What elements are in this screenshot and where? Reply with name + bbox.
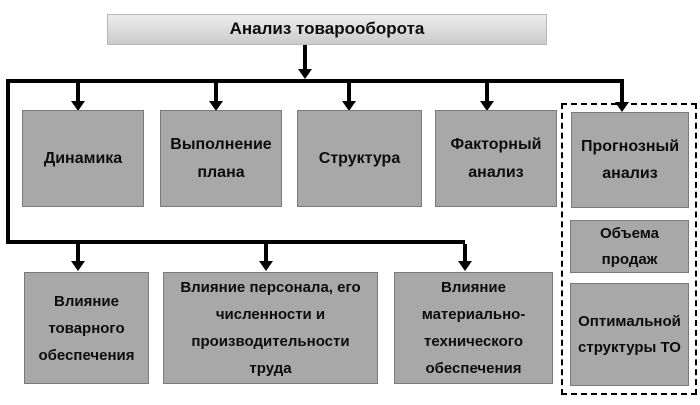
node-structure-label: Структура xyxy=(318,149,401,167)
node-structure: Структура xyxy=(297,110,422,207)
connector-arrow-structure xyxy=(347,83,351,101)
connector-arrow-dynamics xyxy=(76,83,80,101)
node-turnover-analysis: Анализ товарооборота xyxy=(107,14,547,45)
node-goods-supply: Влияние товарного обеспечения xyxy=(24,272,149,384)
node-plan-fulfillment: Выполнение плана xyxy=(160,110,282,207)
connector-level2-bus xyxy=(6,240,465,244)
node-material-technical: Влияние материально-технического обеспеч… xyxy=(394,272,553,384)
node-sales-volume: Объема продаж xyxy=(570,220,689,273)
connector-title-to-bus-arrow xyxy=(303,45,307,69)
connector-level1-bus xyxy=(6,79,624,83)
node-forecast-analysis-label: Прогнозный анализ xyxy=(580,137,680,182)
connector-arrow-factor-analysis xyxy=(485,83,489,101)
node-dynamics-label: Динамика xyxy=(43,149,123,167)
node-personnel: Влияние персонала, его численности и про… xyxy=(163,272,378,384)
connector-left-trunk xyxy=(6,79,10,244)
node-sales-volume-label: Объема продаж xyxy=(599,225,660,268)
connector-arrow-personnel xyxy=(264,244,268,261)
connector-arrow-forecast-analysis xyxy=(620,83,624,102)
node-optimal-structure-label: Оптимальной структуры ТО xyxy=(578,313,681,356)
node-turnover-analysis-label: Анализ товарооборота xyxy=(229,19,425,39)
forecast-group-frame xyxy=(561,103,697,395)
node-material-technical-label: Влияние материально-технического обеспеч… xyxy=(421,279,526,377)
connector-arrow-plan-fulfillment xyxy=(214,83,218,101)
node-dynamics: Динамика xyxy=(22,110,144,207)
node-factor-analysis-label: Факторный анализ xyxy=(450,136,542,181)
connector-arrow-material-technical xyxy=(463,244,467,261)
node-personnel-label: Влияние персонала, его численности и про… xyxy=(180,279,361,377)
node-factor-analysis: Факторный анализ xyxy=(435,110,557,207)
node-forecast-analysis: Прогнозный анализ xyxy=(571,112,689,208)
node-optimal-structure: Оптимальной структуры ТО xyxy=(570,283,689,386)
connector-arrow-goods-supply xyxy=(76,244,80,261)
node-goods-supply-label: Влияние товарного обеспечения xyxy=(38,292,135,364)
node-plan-fulfillment-label: Выполнение плана xyxy=(170,136,272,181)
